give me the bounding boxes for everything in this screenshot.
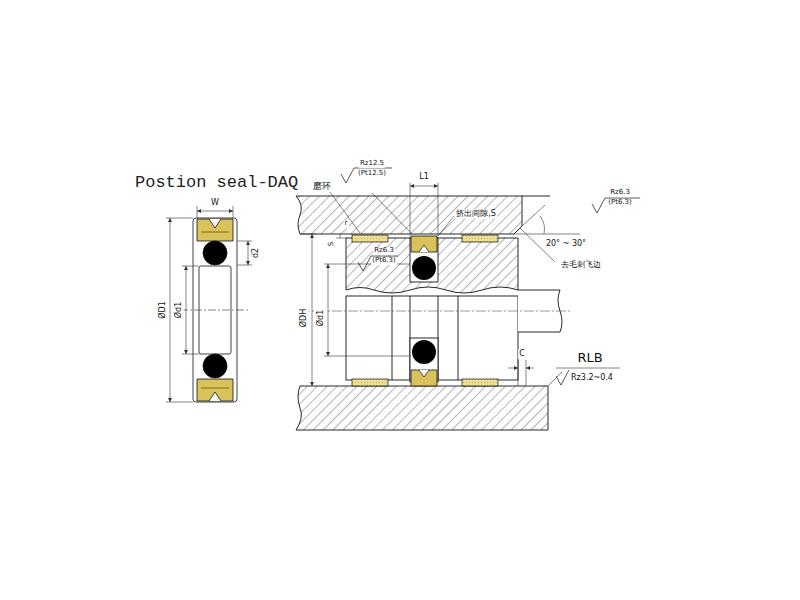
dimension-label: ØD1 bbox=[159, 300, 168, 320]
angle-label: 20° ~ 30° bbox=[545, 240, 587, 249]
surface-finish: (Pt6.3) bbox=[371, 257, 397, 265]
dimension-label: S bbox=[328, 241, 336, 247]
dimension-label: d2 bbox=[252, 247, 261, 259]
dimension-label: Ød1 bbox=[175, 301, 184, 319]
part-name: 磨环 bbox=[312, 182, 332, 192]
dimension-label: L1 bbox=[418, 173, 430, 182]
surface-finish: Rz12.5 bbox=[359, 160, 385, 168]
surface-code: RLB bbox=[576, 351, 603, 365]
surface-finish: Rz6.3 bbox=[609, 189, 631, 197]
surface-finish: Rz6.3 bbox=[373, 247, 395, 255]
surface-finish: Rz3.2~0.4 bbox=[570, 374, 614, 383]
dimension-label: Ød1 bbox=[317, 309, 326, 327]
dimension-label: ØDH bbox=[300, 308, 309, 328]
dimension-label: W bbox=[210, 199, 220, 208]
note-label: 挤出间隙,S bbox=[455, 210, 497, 219]
dimension-label: C bbox=[518, 350, 526, 359]
surface-finish: (Pt12.5) bbox=[357, 170, 387, 178]
surface-finish: (Pt6.3) bbox=[607, 199, 633, 207]
dimension-label: r bbox=[344, 220, 349, 228]
diagram-title: Postion seal-DAQ bbox=[135, 174, 298, 193]
note-label: 去毛刺飞边 bbox=[560, 261, 602, 270]
